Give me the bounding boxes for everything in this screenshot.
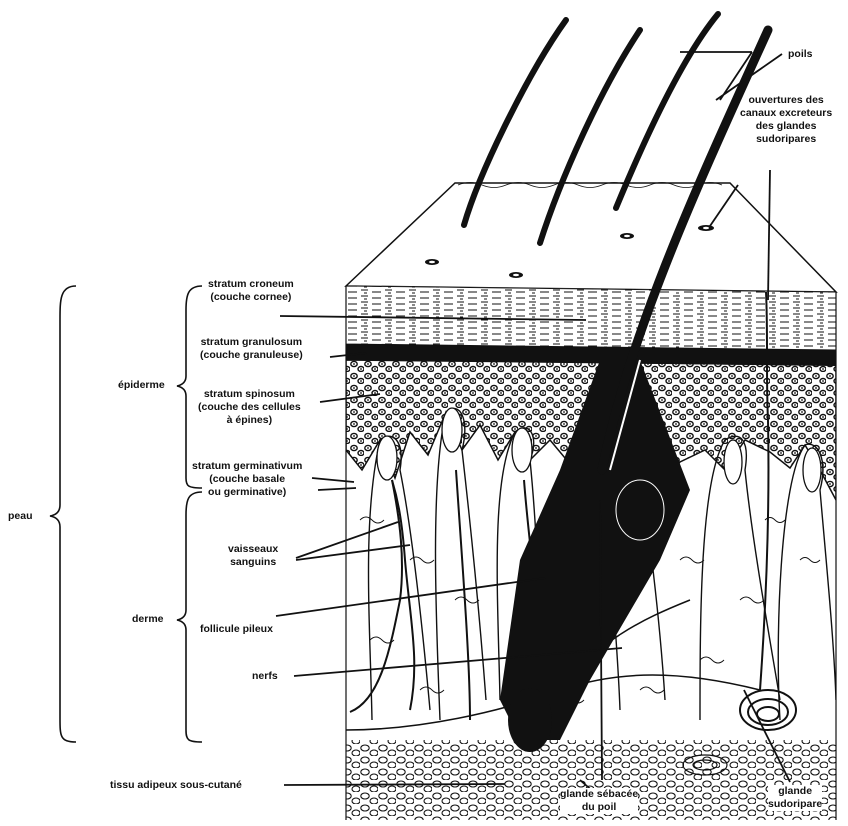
- label-glande-sudoripare: glande sudoripare: [768, 785, 822, 811]
- label-vaisseaux: vaisseaux sanguins: [228, 543, 278, 569]
- label-glande-sebacee: glande sébacée du poil: [560, 788, 638, 814]
- label-stratum-corneum: stratum croneum (couche cornee): [208, 278, 294, 304]
- label-nerfs: nerfs: [252, 670, 278, 683]
- label-derme: derme: [132, 613, 164, 626]
- label-ouvertures: ouvertures des canaux excreteurs des gla…: [740, 94, 832, 146]
- label-stratum-germinativum: stratum germinativum (couche basale ou g…: [192, 460, 302, 499]
- label-peau: peau: [8, 510, 33, 523]
- label-poils: poils: [788, 48, 813, 61]
- label-tissu-adipeux: tissu adipeux sous-cutané: [110, 779, 242, 792]
- label-stratum-granulosum: stratum granulosum (couche granuleuse): [200, 336, 303, 362]
- skin-surface: [346, 183, 836, 293]
- label-follicule: follicule pileux: [200, 623, 273, 636]
- label-stratum-spinosum: stratum spinosum (couche des cellules à …: [198, 388, 301, 427]
- braces: [50, 286, 202, 742]
- label-epiderme: épiderme: [118, 379, 165, 392]
